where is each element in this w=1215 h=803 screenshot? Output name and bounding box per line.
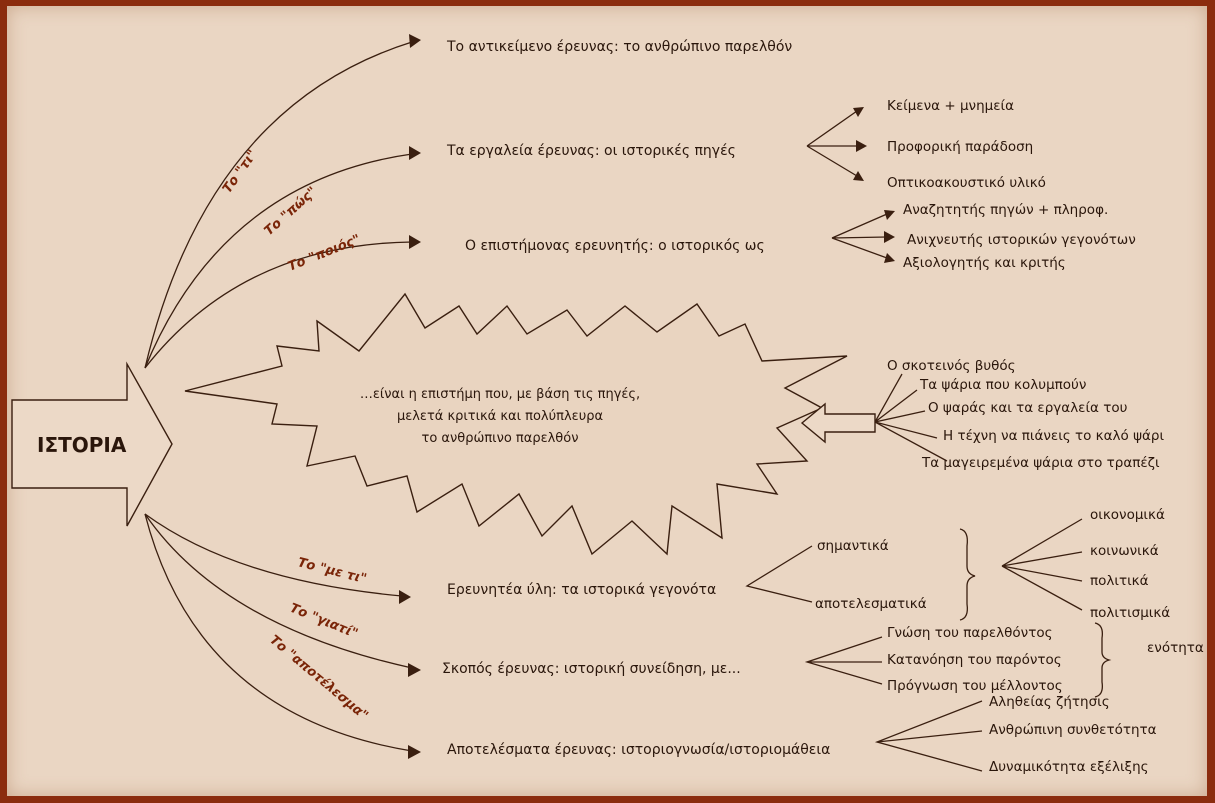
- arrowhead-researcher: [409, 235, 421, 249]
- diagram-frame: ΙΣΤΟΡΙΑ …είναι η επιστήμη που, με βάση τ…: [7, 6, 1207, 796]
- researcher-arrowhead-1: [884, 210, 895, 220]
- results-fork: [874, 700, 983, 772]
- branch-line-material: [144, 513, 403, 597]
- branch-line-object: [144, 41, 413, 369]
- results-item-1: Αληθείας ζήτησις: [989, 694, 1110, 710]
- analogy-fan: [874, 373, 948, 462]
- material-fork: [745, 545, 813, 603]
- material-domain-1: οικονομικά: [1090, 507, 1165, 523]
- question-apotelesma: Το "αποτέλεσμα": [266, 633, 370, 724]
- definition-line-3: το ανθρώπινο παρελθόν: [422, 431, 579, 446]
- tools-item-3: Οπτικοακουστικό υλικό: [887, 175, 1046, 191]
- branch-line-tools: [144, 153, 413, 369]
- branch-line-researcher: [144, 241, 413, 369]
- researcher-arrowhead-3: [884, 253, 895, 263]
- material-domain-3: πολιτικά: [1090, 573, 1149, 589]
- branch-object-label: Το αντικείμενο έρευνας: το ανθρώπινο παρ…: [446, 39, 792, 55]
- results-item-3: Δυναμικότητα εξέλιξης: [989, 759, 1149, 775]
- arrowhead-purpose: [408, 663, 421, 677]
- purpose-item-3: Πρόγνωση του μέλλοντος: [887, 678, 1063, 694]
- branch-tools-label: Τα εργαλεία έρευνας: οι ιστορικές πηγές: [446, 143, 736, 159]
- tools-fork: [806, 110, 859, 177]
- researcher-item-1: Αναζητητής πηγών + πληροφ.: [903, 202, 1108, 218]
- tools-item-2: Προφορική παράδοση: [887, 139, 1033, 155]
- branch-purpose-label: Σκοπός έρευνας: ιστορική συνείδηση, με..…: [442, 661, 741, 677]
- purpose-fork: [804, 636, 883, 685]
- tools-item-1: Κείμενα + μνημεία: [887, 98, 1014, 114]
- researcher-fork: [831, 213, 888, 259]
- question-pos: Το "πώς": [262, 184, 320, 239]
- arrowhead-material: [399, 590, 411, 604]
- purpose-item-2: Κατανόηση του παρόντος: [887, 652, 1062, 668]
- tools-arrowhead-3: [853, 171, 864, 181]
- material-item-1: σημαντικά: [817, 538, 889, 554]
- branch-results-label: Αποτελέσματα έρευνας: ιστοριογνωσία/ιστο…: [447, 742, 830, 758]
- purpose-brace: [1094, 622, 1112, 698]
- material-item-2: αποτελεσματικά: [815, 596, 927, 612]
- analogy-item-5: Τα μαγειρεμένα ψάρια στο τραπέζι: [921, 455, 1160, 471]
- arrowhead-results: [408, 745, 421, 759]
- question-ti: Το "τι": [220, 147, 261, 196]
- arrowhead-object: [409, 34, 421, 48]
- material-domain-4: πολιτισμικά: [1090, 605, 1170, 621]
- analogy-hollow-arrow: [800, 402, 876, 444]
- arrowhead-tools: [409, 146, 421, 160]
- branch-line-results: [144, 513, 413, 752]
- tools-arrowhead-1: [853, 107, 864, 117]
- branch-line-purpose: [144, 513, 413, 669]
- material-brace: [959, 528, 976, 621]
- question-giati: Το "γιατί": [288, 601, 360, 642]
- definition-starburst: [184, 292, 848, 556]
- question-poios: Το "ποιός": [286, 232, 363, 275]
- analogy-item-1: Ο σκοτεινός βυθός: [887, 358, 1016, 374]
- researcher-item-3: Αξιολογητής και κριτής: [903, 255, 1066, 271]
- results-item-2: Ανθρώπινη συνθετότητα: [989, 722, 1157, 738]
- researcher-arrowhead-2: [884, 231, 895, 243]
- analogy-item-2: Τα ψάρια που κολυμπούν: [919, 377, 1086, 393]
- central-arrow-shape: [11, 361, 173, 527]
- domains-fork: [1001, 518, 1083, 611]
- definition-line-1: …είναι η επιστήμη που, με βάση τις πηγές…: [360, 387, 640, 402]
- history-mind-map: ΙΣΤΟΡΙΑ …είναι η επιστήμη που, με βάση τ…: [11, 34, 1204, 775]
- tools-arrowhead-2: [856, 140, 867, 152]
- researcher-item-2: Ανιχνευτής ιστορικών γεγονότων: [907, 232, 1136, 248]
- purpose-item-1: Γνώση του παρελθόντος: [887, 625, 1053, 641]
- center-title: ΙΣΤΟΡΙΑ: [37, 433, 127, 457]
- analogy-item-3: Ο ψαράς και τα εργαλεία του: [928, 400, 1128, 416]
- analogy-item-4: Η τέχνη να πιάνεις το καλό ψάρι: [943, 428, 1164, 444]
- branch-researcher-label: Ο επιστήμονας ερευνητής: ο ιστορικός ως: [465, 238, 765, 254]
- material-domain-2: κοινωνικά: [1090, 543, 1159, 559]
- definition-line-2: μελετά κριτικά και πολύπλευρα: [397, 409, 603, 424]
- branch-material-label: Ερευνητέα ύλη: τα ιστορικά γεγονότα: [447, 582, 716, 598]
- purpose-unity-label: ενότητα: [1147, 640, 1204, 656]
